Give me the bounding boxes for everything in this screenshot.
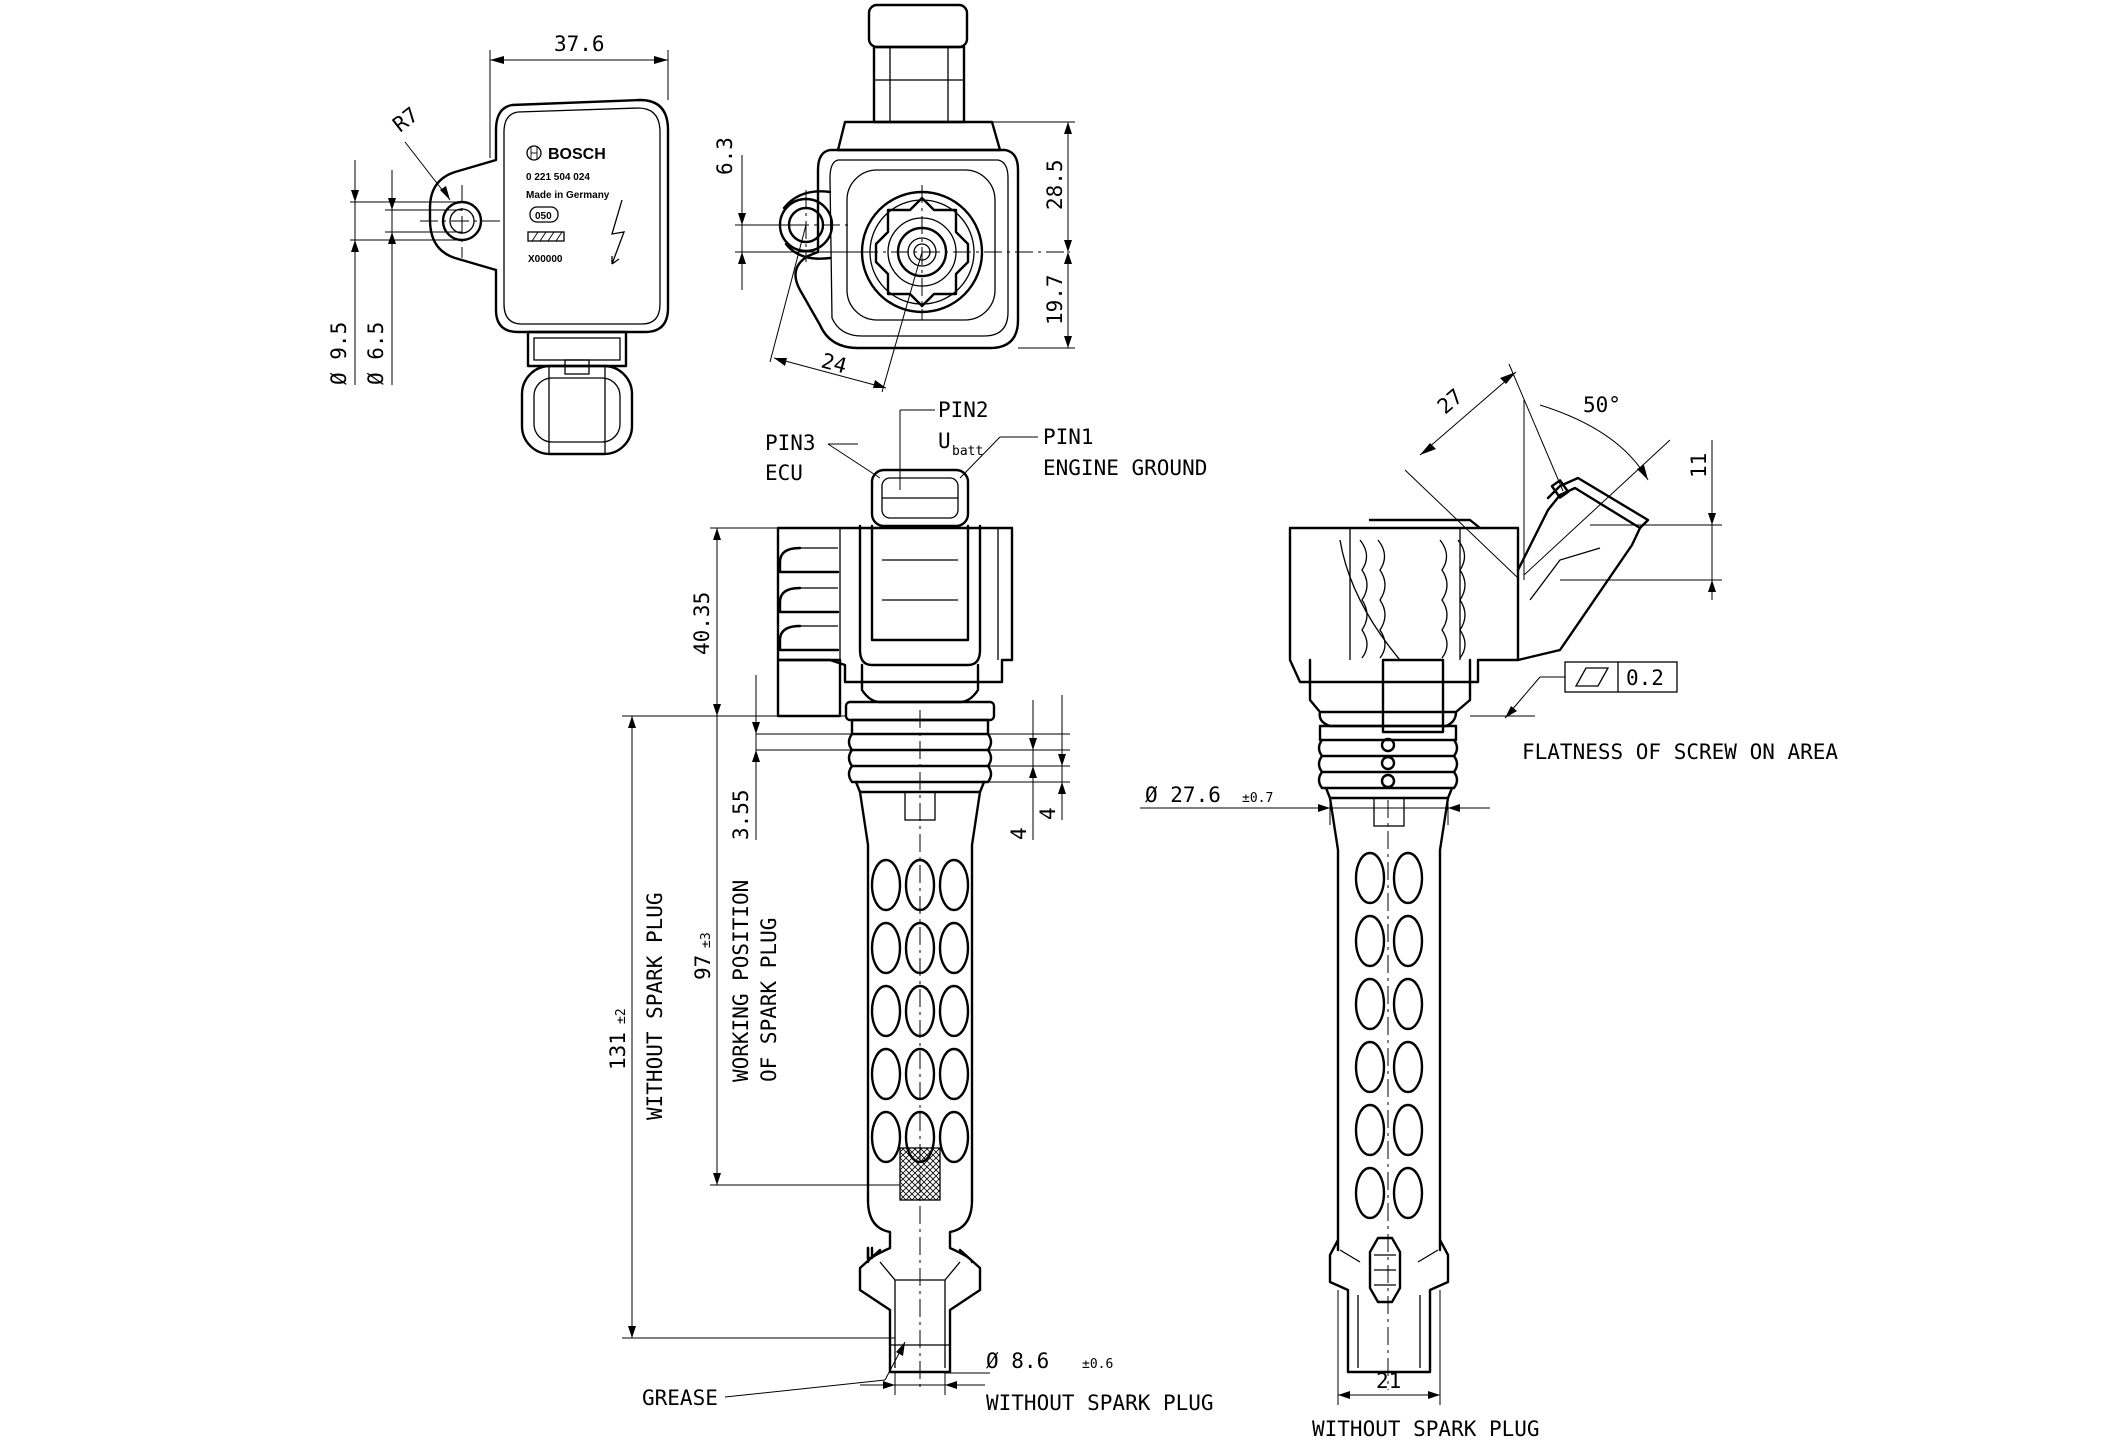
pin2-u: U — [938, 429, 951, 453]
pin3-desc: ECU — [765, 461, 803, 485]
dim-width-37-6: 37.6 — [554, 32, 605, 56]
grease-label: GREASE — [642, 1386, 718, 1410]
dim-angle-50: 50° — [1583, 393, 1621, 417]
dim-hole-outer: Ø 9.5 — [327, 322, 351, 385]
working-note-1: WORKING POSITION — [729, 880, 753, 1082]
dim-rib-4b: 4 — [1036, 807, 1060, 820]
dim-rib-3-55: 3.55 — [729, 789, 753, 840]
dim-bore-tol: ±0.7 — [1242, 791, 1273, 806]
dim-bore-diameter: Ø 27.6 — [1145, 783, 1221, 807]
tip-note: WITHOUT SPARK PLUG — [986, 1391, 1214, 1415]
dim-center-24: 24 — [819, 349, 850, 379]
dim-height-19-7: 19.7 — [1043, 274, 1067, 325]
label-face-view: BOSCH 0 221 504 024 Made in Germany 050 … — [327, 32, 670, 456]
dim-height-40-35: 40.35 — [690, 592, 714, 655]
brand-marking: BOSCH — [548, 146, 606, 163]
dimples-side — [1354, 851, 1424, 1220]
part-number-marking: 0 221 504 024 — [526, 172, 590, 183]
dim-tip-diameter: Ø 8.6 — [986, 1349, 1049, 1373]
flatness-value: 0.2 — [1626, 666, 1664, 690]
overall-note: WITHOUT SPARK PLUG — [643, 892, 667, 1120]
dim-tip-width: 21 — [1376, 1369, 1401, 1393]
code-marking: 050 — [535, 211, 552, 222]
side-view: Ø 27.6 ±0.7 21 WITHOUT SPARK PLUG 27 50°… — [1140, 363, 1838, 1441]
front-view: PIN3 ECU PIN2 U batt PIN1 ENGINE GROUND — [606, 398, 1214, 1415]
serial-marking: X00000 — [528, 254, 563, 265]
dim-rib-4a: 4 — [1007, 827, 1031, 840]
dim-overall-tol: ±2 — [614, 1008, 629, 1024]
dim-working-tol: ±3 — [699, 932, 714, 948]
side-note: WITHOUT SPARK PLUG — [1312, 1417, 1540, 1441]
pin1-label: PIN1 — [1043, 425, 1094, 449]
top-view: 6.3 28.5 19.7 24 — [713, 3, 1075, 393]
dim-angle-27: 27 — [1433, 384, 1468, 419]
origin-marking: Made in Germany — [526, 190, 610, 201]
dim-offset-6-3: 6.3 — [713, 137, 737, 175]
pin2-label: PIN2 — [938, 398, 989, 422]
dim-hole-inner: Ø 6.5 — [364, 322, 388, 385]
pin2-sub: batt — [952, 444, 983, 459]
dim-working-length: 97 — [691, 955, 715, 980]
working-note-2: OF SPARK PLUG — [757, 918, 781, 1082]
high-voltage-icon — [611, 199, 626, 265]
flatness-note: FLATNESS OF SCREW ON AREA — [1522, 740, 1838, 764]
pin3-label: PIN3 — [765, 431, 816, 455]
dim-rise-11: 11 — [1687, 453, 1711, 478]
dim-radius: R7 — [388, 102, 423, 136]
dimples-front — [870, 858, 970, 1164]
dim-tip-tol: ±0.6 — [1082, 1357, 1113, 1372]
pin1-desc: ENGINE GROUND — [1043, 456, 1207, 480]
dim-overall-length: 131 — [606, 1032, 630, 1070]
dim-height-28-5: 28.5 — [1043, 159, 1067, 210]
